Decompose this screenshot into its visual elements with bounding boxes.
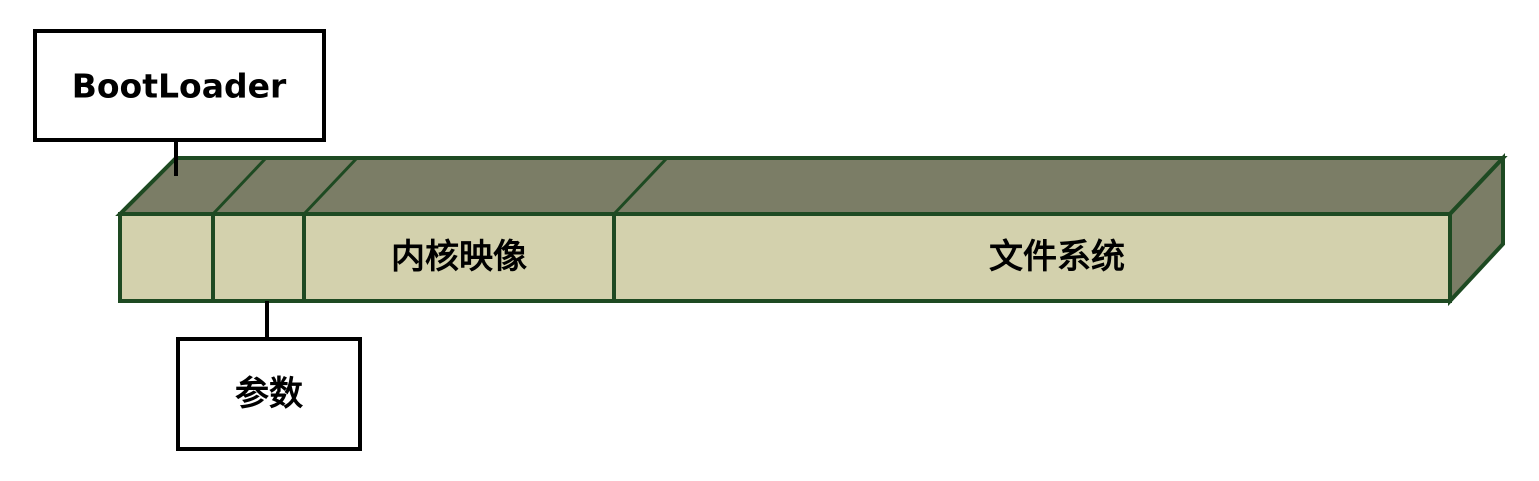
bar-top-face — [115, 156, 1508, 216]
segment-filesystem-label: 文件系统 — [989, 237, 1125, 277]
segment-filesystem: 文件系统 — [612, 212, 1452, 303]
segment-kernel-image-label: 内核映像 — [391, 237, 527, 277]
params-callout-label: 参数 — [235, 374, 303, 414]
top-divider-3 — [612, 156, 669, 216]
bootloader-callout-label: BootLoader — [72, 67, 287, 106]
segment-params — [211, 212, 306, 303]
bootloader-callout: BootLoader — [33, 29, 326, 142]
top-divider-2 — [302, 156, 359, 216]
top-divider-1 — [211, 156, 268, 216]
segment-kernel-image: 内核映像 — [302, 212, 616, 303]
params-callout: 参数 — [176, 337, 362, 451]
segment-bootloader — [118, 212, 215, 303]
